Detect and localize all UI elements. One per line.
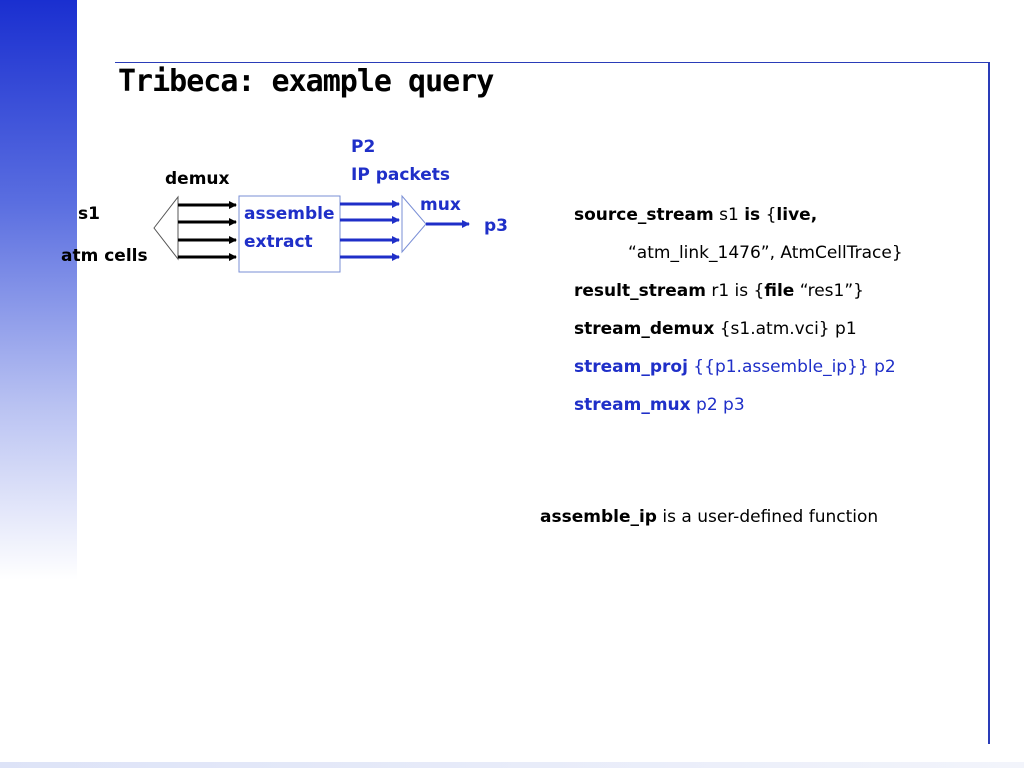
input-stream-label: s1 (78, 204, 100, 224)
footnote-text: is a user-defined function (656, 507, 879, 527)
bottom-strip (0, 762, 1024, 768)
demux-label: demux (165, 169, 230, 189)
query-line-5: stream_proj {{p1.assemble_ip}} p2 (574, 357, 896, 377)
query-line-3: result_stream r1 is {file “res1”} (574, 281, 864, 301)
query-text: “res1”} (794, 281, 864, 301)
mux-triangle (401, 194, 427, 254)
p2-label: P2 (351, 137, 376, 157)
mux-label: mux (420, 195, 461, 215)
slide-title: Tribeca: example query (118, 64, 494, 99)
input-caption: atm cells (61, 246, 148, 266)
kw-stream-proj: stream_proj (574, 357, 688, 377)
box-label-extract: extract (244, 232, 313, 252)
query-text: s1 (713, 205, 745, 225)
query-line-2: “atm_link_1476”, AtmCellTrace} (628, 243, 903, 263)
query-line-1: source_stream s1 is {live, (574, 205, 817, 225)
assemble-extract-box (238, 195, 341, 273)
query-text: {{p1.assemble_ip}} p2 (687, 357, 896, 377)
kw-result-stream: result_stream (574, 281, 706, 301)
kw-assemble-ip: assemble_ip (540, 507, 657, 527)
kw-live: live, (776, 205, 818, 225)
right-rule (988, 62, 990, 744)
kw-source-stream: source_stream (574, 205, 714, 225)
footnote: assemble_ip is a user-defined function (540, 507, 878, 527)
kw-stream-mux: stream_mux (574, 395, 691, 415)
p2-caption: IP packets (351, 165, 451, 185)
query-text: {s1.atm.vci} p1 (714, 319, 857, 339)
query-line-4: stream_demux {s1.atm.vci} p1 (574, 319, 857, 339)
query-text: r1 is { (705, 281, 765, 301)
title-rule (115, 62, 990, 63)
kw-is: is (744, 205, 761, 225)
output-stream-label: p3 (484, 216, 508, 236)
box-label-assemble: assemble (244, 204, 335, 224)
query-text: { (760, 205, 777, 225)
query-text: “atm_link_1476”, AtmCellTrace} (628, 243, 903, 263)
query-text: p2 p3 (690, 395, 745, 415)
demux-triangle (153, 195, 179, 261)
side-gradient-bar (0, 0, 77, 580)
kw-file: file (764, 281, 795, 301)
query-line-6: stream_mux p2 p3 (574, 395, 745, 415)
kw-stream-demux: stream_demux (574, 319, 715, 339)
